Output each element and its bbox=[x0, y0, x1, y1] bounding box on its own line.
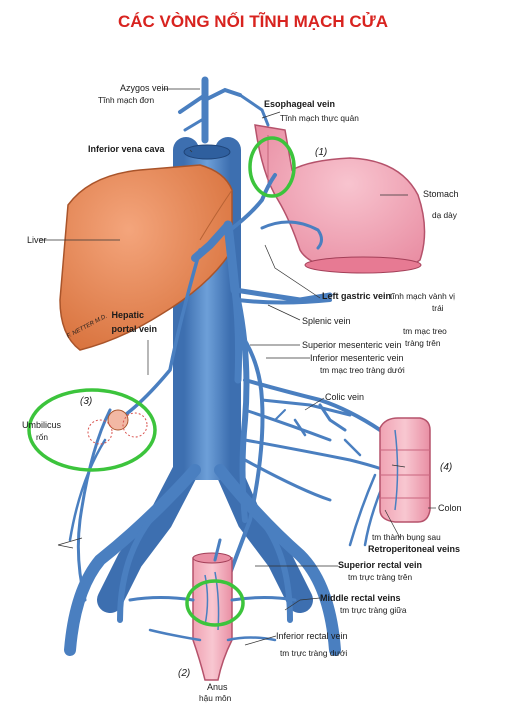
left-gastric-vein-vi-label-2: trái bbox=[432, 303, 444, 313]
highlight-circles bbox=[27, 136, 296, 627]
inferior-mesenteric-vein bbox=[218, 328, 352, 602]
stomach-vi-label: dạ dày bbox=[432, 210, 458, 220]
colon bbox=[379, 417, 431, 523]
inferior-mesenteric-vein-label: Inferior mesenteric vein bbox=[310, 353, 404, 363]
azygos-vein bbox=[178, 76, 270, 144]
stomach bbox=[254, 124, 426, 274]
superior-mesenteric-vein-label: Superior mesenteric vein bbox=[302, 340, 402, 350]
azygos-vein-label: Azygos vein bbox=[120, 83, 169, 93]
superior-rectal-vein-vi-label: tm trực tràng trên bbox=[348, 572, 412, 582]
rectum bbox=[192, 552, 233, 681]
colic-vein bbox=[274, 403, 362, 457]
umbilical-anastomosis-circle bbox=[27, 388, 157, 472]
splenic-vein-label: Splenic vein bbox=[302, 316, 351, 326]
umbilicus bbox=[87, 409, 148, 445]
hepatic-portal-vein-label-1: Hepatic bbox=[111, 310, 144, 320]
inferior-rectal-vein-label: Inferior rectal vein bbox=[276, 631, 348, 641]
superior-mesenteric-vein bbox=[235, 297, 387, 523]
superior-mesenteric-vi-label-2: tràng trên bbox=[405, 338, 441, 348]
anus-label: Anus bbox=[207, 682, 228, 692]
left-gastric-vein-vi-label: tĩnh mạch vành vị bbox=[390, 291, 455, 301]
esophageal-vein-vi-label: Tĩnh mạch thực quản bbox=[280, 113, 359, 123]
middle-rectal-veins-label: Middle rectal veins bbox=[320, 593, 401, 603]
superior-mesenteric-vi-label-1: tm mạc treo bbox=[403, 326, 447, 336]
middle-rectal-veins-vi-label: tm trực tràng giữa bbox=[340, 605, 407, 615]
page-title: CÁC VÒNG NỐI TĨNH MẠCH CỬA bbox=[117, 12, 389, 31]
retroperitoneal-veins-vi-label: tm thành bụng sau bbox=[372, 532, 441, 542]
esophageal-anastomosis-circle bbox=[248, 136, 296, 198]
inferior-rectal-vein bbox=[148, 628, 277, 642]
paraumbilical-vein bbox=[68, 248, 202, 602]
inferior-vena-cava-label: Inferior vena cava bbox=[88, 144, 166, 154]
liver-label: Liver bbox=[27, 235, 47, 245]
superior-rectal-vein bbox=[213, 538, 222, 562]
anastomosis-number-4: (4) bbox=[440, 462, 452, 473]
esophageal-vein-label: Esophageal vein bbox=[264, 99, 335, 109]
anastomosis-number-1: (1) bbox=[315, 147, 327, 158]
azygos-vein-vi-label: Tĩnh mạch đơn bbox=[98, 95, 155, 105]
umbilicus-label: Umbilicus bbox=[22, 420, 62, 430]
splenic-vein bbox=[236, 298, 332, 305]
rectal-anastomosis-circle bbox=[185, 579, 245, 627]
anastomosis-number-3: (3) bbox=[80, 396, 92, 407]
inferior-mesenteric-vein-vi-label: tm mạc treo tràng dưới bbox=[320, 365, 405, 375]
superior-rectal-vein-label: Superior rectal vein bbox=[338, 560, 422, 570]
umbilicus-vi-label: rốn bbox=[36, 432, 48, 442]
colon-label: Colon bbox=[438, 503, 462, 513]
left-gastric-vein bbox=[228, 173, 323, 250]
liver bbox=[59, 164, 233, 351]
hepatic-portal-vein-label-2: portal vein bbox=[111, 324, 157, 334]
leader-lines bbox=[40, 88, 436, 646]
inferior-rectal-vein-vi-label: tm trực tràng dưới bbox=[280, 648, 347, 658]
left-gastric-vein-label: Left gastric vein bbox=[322, 291, 391, 301]
anastomosis-number-2: (2) bbox=[178, 668, 190, 679]
retroperitoneal-veins-label: Retroperitoneal veins bbox=[368, 544, 460, 554]
stomach-label: Stomach bbox=[423, 189, 459, 199]
anus-vi-label: hậu môn bbox=[199, 693, 232, 703]
colic-vein-label: Colic vein bbox=[325, 392, 364, 402]
